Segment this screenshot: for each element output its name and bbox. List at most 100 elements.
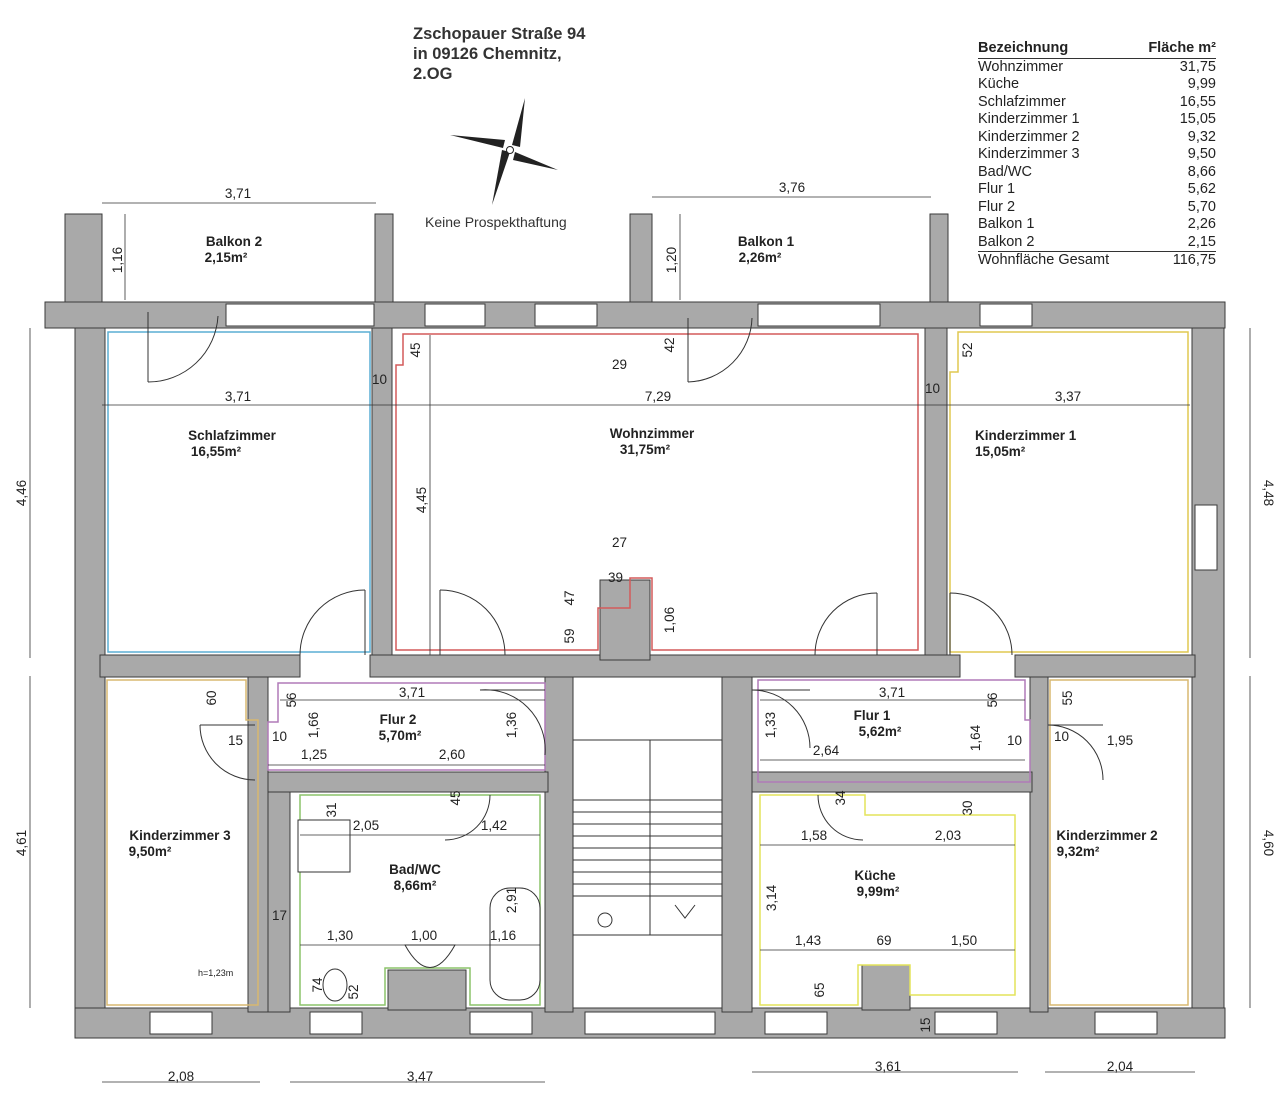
flur2-outline [267, 682, 546, 771]
dim-label: 4,61 [14, 830, 29, 856]
dim-label: 10 [1054, 729, 1069, 744]
area-table-header: Bezeichnung Fläche m² [978, 40, 1216, 59]
dim-label: 3,71 [225, 186, 251, 201]
dim-label: 56 [985, 692, 1000, 707]
dim-label: 15 [228, 733, 243, 748]
room-area-kueche: 9,99m² [857, 884, 900, 899]
dim-label: 1,50 [951, 933, 977, 948]
room-label-kinderzimmer2: Kinderzimmer 2 [1056, 828, 1157, 843]
area-row-value: 8,66 [1187, 163, 1216, 180]
dim-label: 3,71 [879, 685, 905, 700]
dim-label: 1,36 [504, 712, 519, 738]
area-table-row: Wohnzimmer 31,75 [978, 59, 1216, 77]
dim-label: 1,64 [968, 724, 983, 751]
area-row-name: Flur 1 [978, 181, 1016, 197]
room-area-wohnzimmer: 31,75m² [620, 442, 671, 457]
dim-label: 45 [448, 790, 463, 805]
room-area-balkon2: 2,15m² [205, 250, 248, 265]
dim-label: 2,05 [353, 818, 379, 833]
room-outlines [106, 331, 1189, 1006]
dim-label: 74 [310, 977, 325, 993]
dim-label: 1,58 [801, 828, 827, 843]
bathroom-fixtures [297, 819, 541, 1002]
room-area-flur2: 5,70m² [379, 728, 422, 743]
address-header: Zschopauer Straße 94 in 09126 Chemnitz, … [413, 24, 585, 84]
dim-label: 2,60 [439, 747, 465, 762]
dim-label: 2,04 [1107, 1059, 1134, 1074]
dim-label: 3,76 [779, 180, 805, 195]
dim-label: 56 [284, 692, 299, 707]
dim-label: 1,43 [795, 933, 821, 948]
area-row-name: Balkon 1 [978, 216, 1035, 232]
dim-label: 52 [960, 342, 975, 357]
kinderzimmer3-outline [106, 679, 259, 1006]
dim-label: 42 [662, 337, 677, 352]
dim-label: 7,29 [645, 389, 671, 404]
dim-label: 59 [562, 628, 577, 643]
dim-label: 69 [876, 933, 891, 948]
flur1-outline [757, 679, 1031, 783]
dim-label: 4,45 [414, 487, 429, 513]
dim-label: 30 [960, 800, 975, 815]
area-table-row: Flur 2 5,70 [978, 199, 1216, 217]
area-row-value: 31,75 [1179, 58, 1216, 75]
room-area-kinderzimmer3: 9,50m² [129, 844, 172, 859]
area-row-name: Küche [978, 76, 1020, 92]
area-row-name: Balkon 2 [978, 233, 1035, 250]
room-label-balkon2: Balkon 2 [206, 234, 262, 249]
area-table-col-name: Bezeichnung [978, 40, 1069, 56]
dim-label: 4,60 [1261, 830, 1276, 856]
dim-label: 1,25 [301, 747, 327, 762]
room-label-flur2: Flur 2 [380, 712, 417, 727]
dim-label: 2,91 [504, 887, 519, 913]
room-area-schlafzimmer: 16,55m² [191, 444, 242, 459]
dim-label: 31 [324, 802, 339, 817]
room-label-schlafzimmer: Schlafzimmer [188, 428, 277, 443]
dim-label: 1,30 [327, 928, 353, 943]
dim-label: 34 [833, 790, 848, 806]
dim-label: 3,71 [399, 685, 425, 700]
area-row-name: Flur 2 [978, 198, 1016, 215]
area-row-name: Kinderzimmer 1 [978, 111, 1080, 127]
dim-label: 55 [1060, 690, 1075, 705]
area-row-name: Schlafzimmer [978, 93, 1066, 110]
dim-label: 1,42 [481, 818, 507, 833]
walls [44, 213, 1226, 1039]
dim-label: 3,47 [407, 1069, 433, 1084]
dim-label: 52 [346, 984, 361, 999]
bad-outline [299, 794, 541, 1006]
area-row-value: 5,70 [1187, 198, 1216, 215]
dim-label: h=1,23m [198, 968, 233, 978]
area-row-value: 5,62 [1187, 181, 1216, 197]
wohnzimmer-outline [395, 333, 919, 651]
dim-label: 3,14 [764, 884, 779, 911]
area-row-name: Kinderzimmer 2 [978, 128, 1080, 145]
room-area-flur1: 5,62m² [859, 724, 902, 739]
area-total-name: Wohnfläche Gesamt [978, 252, 1110, 268]
area-row-name: Bad/WC [978, 163, 1032, 180]
area-table-row: Balkon 1 2,26 [978, 216, 1216, 234]
room-label-wohnzimmer: Wohnzimmer [610, 426, 695, 441]
dim-label: 10 [925, 381, 940, 396]
kinderzimmer2-outline [1049, 679, 1189, 1006]
dim-label: 1,20 [664, 247, 679, 273]
area-row-name: Wohnzimmer [978, 58, 1064, 75]
dim-label: 27 [612, 535, 627, 550]
area-row-value: 15,05 [1179, 111, 1216, 127]
area-table-row: Balkon 2 2,15 [978, 234, 1216, 252]
dim-label: 1,16 [110, 247, 125, 273]
disclaimer-note: Keine Prospekthaftung [425, 214, 567, 230]
room-label-flur1: Flur 1 [854, 708, 891, 723]
area-row-value: 9,50 [1187, 146, 1216, 162]
room-label-kinderzimmer3: Kinderzimmer 3 [129, 828, 231, 843]
dim-label: 65 [812, 982, 827, 997]
dimension-lines [29, 196, 1251, 1083]
dim-label: 2,64 [813, 743, 840, 758]
area-row-value: 2,15 [1187, 233, 1216, 250]
dim-label: 3,61 [875, 1059, 901, 1074]
area-row-value: 2,26 [1187, 216, 1216, 232]
